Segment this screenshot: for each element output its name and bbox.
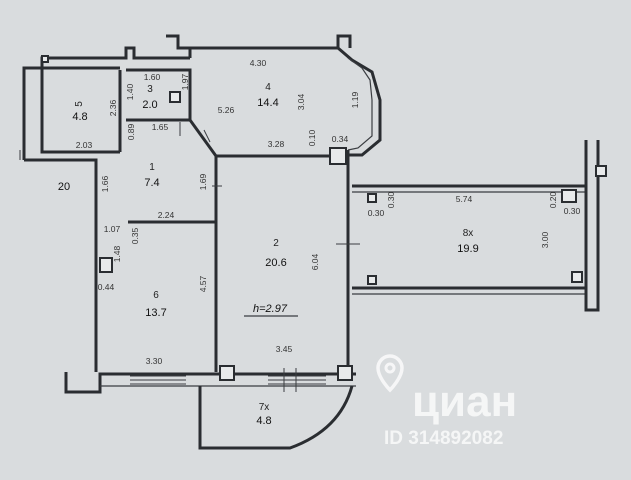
wall-room4-divider <box>188 119 218 157</box>
fixture-room3 <box>169 91 181 103</box>
dim-0-34: 0.34 <box>332 134 349 144</box>
room-7-label: 7х <box>259 402 270 413</box>
dim-3-04: 3.04 <box>296 93 306 110</box>
fixture-loggia-5 <box>595 165 607 177</box>
pillar-top <box>329 147 347 165</box>
watermark-brand: циан <box>412 377 517 426</box>
wall-left-outer <box>24 158 98 372</box>
dim-1-66: 1.66 <box>100 175 110 192</box>
fixture-loggia-1 <box>367 193 377 203</box>
dim-5-74: 5.74 <box>456 194 473 204</box>
room-labels: 5 4.8 3 2.0 4 14.4 1 7.4 2 20.6 6 13.7 7… <box>58 82 479 427</box>
wall-room3 <box>126 68 192 122</box>
watermark: циан ID 314892082 <box>376 354 517 449</box>
dim-2-24: 2.24 <box>158 210 175 220</box>
dim-4-57: 4.57 <box>198 275 208 292</box>
fixture-loggia-4 <box>571 271 583 283</box>
windows <box>19 122 360 392</box>
wall-bottom <box>64 372 356 394</box>
room-8-label: 8х <box>463 228 474 239</box>
dim-0-89: 0.89 <box>126 123 136 140</box>
fixture-room5 <box>41 55 49 63</box>
dim-1-07: 1.07 <box>104 224 121 234</box>
room-5-area: 4.8 <box>72 111 87 123</box>
dim-1-40: 1.40 <box>125 83 135 100</box>
dim-0-30-b: 0.30 <box>368 208 385 218</box>
side-label: 20 <box>58 181 70 193</box>
dim-1-97: 1.97 <box>180 73 190 90</box>
dim-1-48: 1.48 <box>112 245 122 262</box>
room-6-area: 13.7 <box>145 307 166 319</box>
wall-bay-window <box>337 46 382 157</box>
fixture-loggia-2 <box>561 189 577 203</box>
fixture-loggia-3 <box>367 275 377 285</box>
dim-1-65: 1.65 <box>152 122 169 132</box>
room-5-label: 5 <box>74 101 85 107</box>
watermark-id: ID 314892082 <box>384 428 503 449</box>
room-3-area: 2.0 <box>142 99 157 111</box>
wall-room5-inner <box>40 68 120 154</box>
room-3-label: 3 <box>147 84 153 95</box>
dim-0-10: 0.10 <box>307 129 317 146</box>
dim-0-30-c: 0.30 <box>564 206 581 216</box>
dim-1-60: 1.60 <box>144 72 161 82</box>
wall-loggia-right <box>584 140 600 312</box>
dim-1-19: 1.19 <box>350 91 360 108</box>
dim-0-30-a: 0.30 <box>386 191 396 208</box>
dim-6-04: 6.04 <box>310 253 320 270</box>
room-4-area: 14.4 <box>257 97 278 109</box>
walls <box>22 34 600 450</box>
pillar-bottom-right <box>337 365 353 381</box>
pillar-bottom-left <box>219 365 235 381</box>
dimensions: 4.30 5.26 3.04 1.19 1.97 1.60 1.40 2.36 … <box>76 58 581 366</box>
dim-3-28: 3.28 <box>268 139 285 149</box>
room-6-label: 6 <box>153 290 159 301</box>
ceiling-height: h=2.97 <box>253 303 288 315</box>
room-2-label: 2 <box>273 238 279 249</box>
dim-2-36: 2.36 <box>108 99 118 116</box>
room-1-label: 1 <box>149 162 155 173</box>
dim-3-00: 3.00 <box>540 231 550 248</box>
wall-room5-outer <box>22 46 190 160</box>
dim-3-30: 3.30 <box>146 356 163 366</box>
dim-3-45: 3.45 <box>276 344 293 354</box>
dim-2-03: 2.03 <box>76 140 93 150</box>
dim-1-69: 1.69 <box>198 173 208 190</box>
room-2-area: 20.6 <box>265 257 286 269</box>
room-8-area: 19.9 <box>457 243 478 255</box>
room-7-area: 4.8 <box>256 415 271 427</box>
wall-balcony7 <box>198 385 354 450</box>
watermark-pin-icon <box>376 354 404 393</box>
pillars <box>41 55 607 381</box>
dim-4-30: 4.30 <box>250 58 267 68</box>
door-mark-room4 <box>203 129 211 143</box>
dim-5-26: 5.26 <box>218 105 235 115</box>
room-1-area: 7.4 <box>144 177 159 189</box>
dim-0-35: 0.35 <box>130 227 140 244</box>
fixture-room6 <box>99 257 113 273</box>
wall-bay-window-inner <box>347 57 373 151</box>
dim-0-20: 0.20 <box>548 191 558 208</box>
wall-room4-top <box>178 34 352 50</box>
room-4-label: 4 <box>265 82 271 93</box>
dim-0-44: 0.44 <box>98 282 115 292</box>
